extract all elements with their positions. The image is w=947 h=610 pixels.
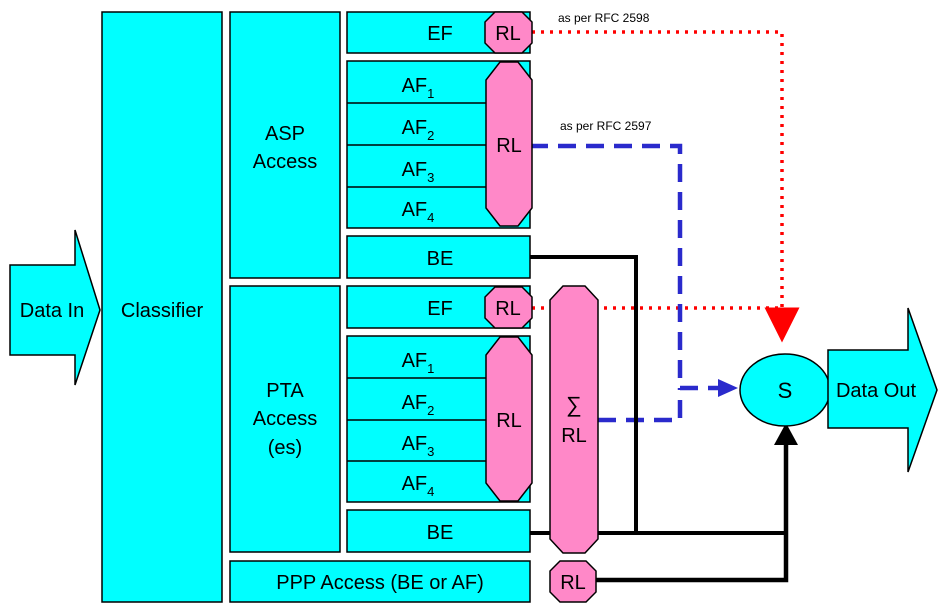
rl-label: RL xyxy=(496,410,522,432)
asp-be-label: BE xyxy=(427,248,454,270)
asp-label-line2: Access xyxy=(253,151,317,173)
asp-ef-label: EF xyxy=(427,23,453,45)
data-in-label: Data In xyxy=(20,300,84,322)
asp-af1-label: AF1 xyxy=(402,75,435,101)
data-out-label: Data Out xyxy=(836,380,916,402)
pta-ef-rate-limiter: RL xyxy=(484,286,533,329)
af-path-line xyxy=(530,143,738,423)
asp-be-queue: BE xyxy=(346,235,531,279)
pta-be-label: BE xyxy=(427,522,454,544)
scheduler-node: S xyxy=(739,353,831,427)
classifier-label: Classifier xyxy=(121,300,204,322)
rl-label: RL xyxy=(560,572,586,594)
rl-label: RL xyxy=(495,298,521,320)
asp-access-block: ASP Access xyxy=(229,11,341,279)
pta-af-rate-limiter: RL xyxy=(485,336,533,502)
be-path-line xyxy=(530,255,798,583)
pta-label-line1: PTA xyxy=(266,380,304,402)
pta-label-line2: Access xyxy=(253,408,317,430)
rl-label: RL xyxy=(495,23,521,45)
data-out-arrow: Data Out xyxy=(827,307,938,473)
scheduler-label: S xyxy=(778,378,793,403)
pta-label-line3: (es) xyxy=(268,437,302,459)
ef-annotation: as per RFC 2598 xyxy=(558,11,650,25)
data-in-arrow: Data In xyxy=(9,229,101,386)
rl-label: RL xyxy=(496,135,522,157)
pta-af1-label: AF1 xyxy=(402,350,435,376)
asp-af3-label: AF3 xyxy=(402,159,435,185)
pta-be-queue: BE xyxy=(346,509,531,553)
asp-af-rate-limiter: RL xyxy=(485,61,533,227)
aggregate-rate-limiter: ∑ RL xyxy=(549,285,599,554)
ppp-rate-limiter: RL xyxy=(549,560,597,603)
aggregate-rl-label: RL xyxy=(561,425,587,447)
pta-af4-label: AF4 xyxy=(402,473,435,499)
sum-symbol: ∑ xyxy=(566,392,582,417)
asp-af4-label: AF4 xyxy=(402,199,435,225)
classifier-block: Classifier xyxy=(101,11,223,603)
ppp-access-queue: PPP Access (BE or AF) xyxy=(229,560,531,603)
asp-af2-label: AF2 xyxy=(402,117,435,143)
pta-ef-label: EF xyxy=(427,298,453,320)
pta-af3-label: AF3 xyxy=(402,433,435,459)
ppp-access-label: PPP Access (BE or AF) xyxy=(276,572,483,594)
af-annotation: as per RFC 2597 xyxy=(560,119,652,133)
pta-access-block: PTA Access (es) xyxy=(229,285,341,553)
pta-af2-label: AF2 xyxy=(402,392,435,418)
asp-ef-rate-limiter: RL xyxy=(484,11,533,54)
asp-label-line1: ASP xyxy=(265,123,305,145)
ef-path-line xyxy=(532,30,800,343)
